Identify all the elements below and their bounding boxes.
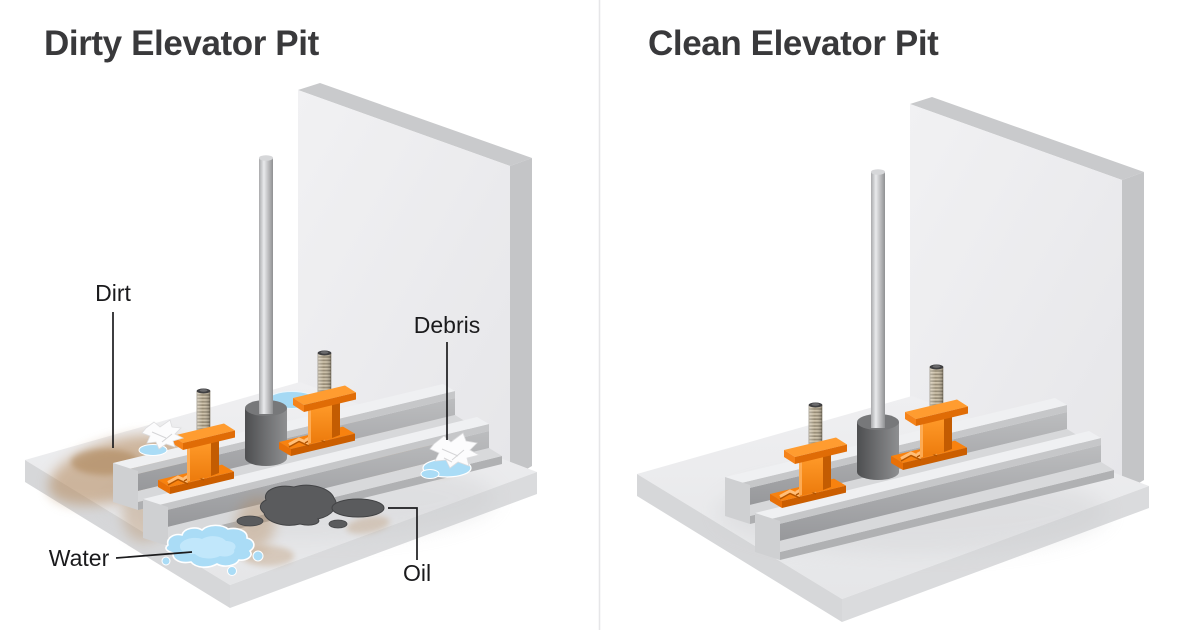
clean-pit-illustration [637, 97, 1149, 622]
oil-label: Oil [403, 560, 431, 586]
pit-structure [25, 83, 537, 608]
water-label: Water [49, 545, 110, 571]
debris-label: Debris [414, 312, 480, 338]
oil-spots [236, 484, 385, 529]
water-puddles [138, 444, 472, 576]
dirty-pit-title: Dirty Elevator Pit [44, 24, 319, 63]
dirt-label: Dirt [95, 280, 131, 306]
pit-structure [637, 97, 1149, 622]
oil-pointer-line [388, 507, 418, 560]
clean-pit-title: Clean Elevator Pit [648, 24, 939, 63]
water-pointer-line [115, 551, 193, 559]
debris-pieces [141, 419, 481, 469]
dirty-pit-illustration: Dirt Debris Water Oil [25, 83, 537, 608]
callouts [112, 312, 448, 560]
